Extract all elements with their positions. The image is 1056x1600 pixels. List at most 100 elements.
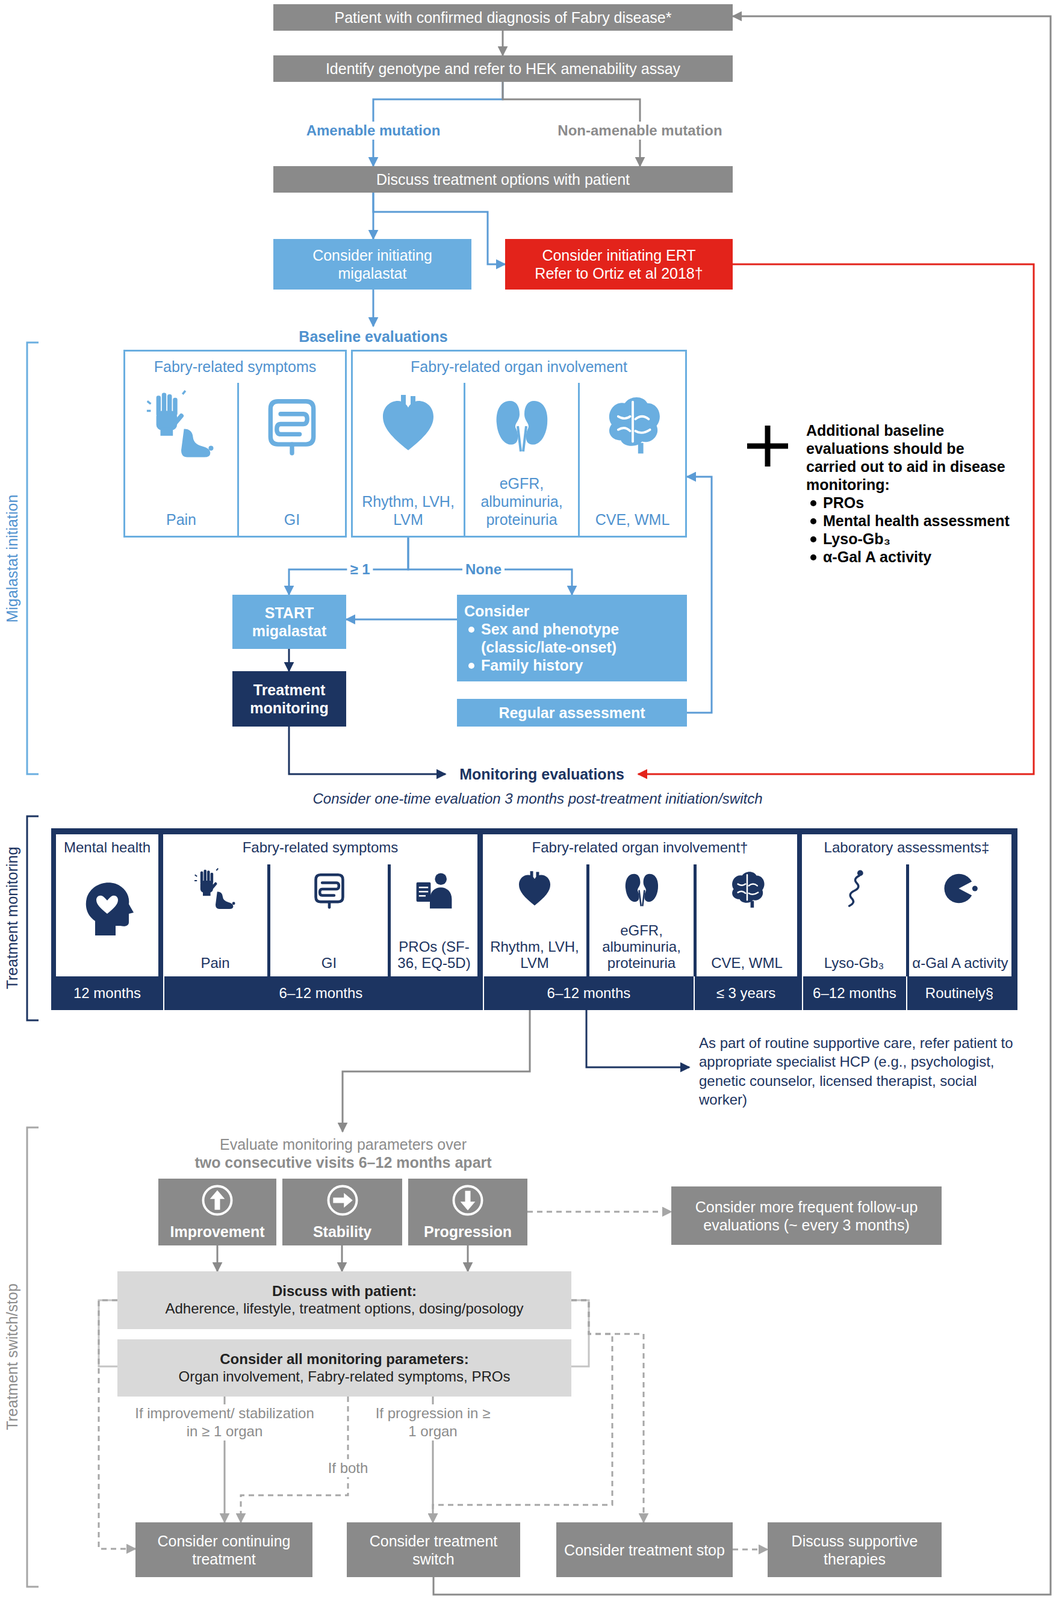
- node-text: Consider treatment stop: [563, 1541, 726, 1560]
- edge-label-wrap: Non-amenable mutation: [554, 121, 725, 140]
- evaluation-cell: eGFR, albuminuria, proteinuria: [463, 382, 578, 536]
- label-wrap: α-Gal A activity: [806, 547, 1017, 566]
- edge-label: ≥ 1: [346, 560, 373, 579]
- section-bracket: [27, 342, 39, 775]
- edge-label-wrap: ≥ 1: [346, 560, 373, 579]
- node-text: CVE, WML: [698, 955, 795, 972]
- node-text: Refer to Ortiz et al 2018†: [512, 264, 726, 283]
- connector: [341, 1245, 344, 1272]
- text-node: As part of routine supportive care, refe…: [689, 1030, 1018, 1112]
- group-bracket: [571, 1300, 589, 1367]
- node-text: Fabry-related organ involvement†: [485, 839, 795, 857]
- section-bracket: [27, 1127, 39, 1588]
- interval-text: ≤ 3 years: [716, 984, 777, 1003]
- process-box: Consider continuing treatment: [135, 1522, 313, 1578]
- node-text: Identify genotype and refer to HEK amena…: [280, 59, 726, 78]
- node-text: Consider more frequent follow-up evaluat…: [678, 1198, 935, 1235]
- node-text: Adherence, lifestyle, treatment options,…: [124, 1300, 565, 1318]
- label-text: α-Gal A activity: [806, 547, 1017, 566]
- evaluation-cell: α-Gal A activity: [906, 864, 1012, 977]
- connector: [408, 537, 572, 595]
- node-text: Pain: [128, 510, 234, 529]
- node-text: Consider treatment switch: [354, 1532, 513, 1569]
- icon: [622, 869, 662, 908]
- group-box: Laboratory assessments‡Lyso-Gb₃α-Gal A a…: [801, 834, 1012, 977]
- discussion-box: Discuss with patient:Adherence, lifestyl…: [117, 1271, 572, 1330]
- node-text: Progression: [411, 1222, 524, 1241]
- icon: [260, 392, 324, 456]
- connector: [586, 1010, 690, 1068]
- connector: [288, 649, 291, 672]
- node-text: Discuss with patient:: [124, 1282, 565, 1301]
- connector: [502, 30, 504, 56]
- node-text: Consider continuing treatment: [142, 1532, 306, 1569]
- label-text: Mental health assessment: [806, 511, 1017, 530]
- edge-label: If progression in ≥ 1 organ: [371, 1404, 495, 1441]
- icon: [309, 869, 350, 910]
- node-text: eGFR, albuminuria, proteinuria: [591, 922, 692, 972]
- edge-label: If both: [325, 1459, 372, 1478]
- interval-text: 6–12 months: [279, 984, 364, 1003]
- node-text: Patient with confirmed diagnosis of Fabr…: [280, 8, 726, 27]
- process-box: Consider more frequent follow-up evaluat…: [671, 1186, 942, 1246]
- icon: [194, 868, 237, 911]
- edge-label: Non-amenable mutation: [554, 121, 725, 140]
- node-text: eGFR, albuminuria, proteinuria: [468, 474, 575, 529]
- connector: [288, 537, 409, 595]
- label-wrap: PROs: [806, 493, 1017, 512]
- edge-label: Amenable mutation: [303, 121, 444, 140]
- process-box: Discuss supportive therapies: [767, 1522, 942, 1578]
- icon: [200, 1183, 235, 1218]
- text-node: Baseline evaluations: [282, 326, 464, 347]
- text-node: Monitoring evaluations: [445, 763, 639, 786]
- process-box: Regular assessment: [456, 698, 687, 727]
- node-text: Fabry-related symptoms: [125, 357, 345, 376]
- process-box: Consider treatment switch: [346, 1522, 521, 1578]
- node-text: Organ involvement, Fabry-related symptom…: [124, 1368, 565, 1386]
- interval-text: 6–12 months: [812, 984, 897, 1003]
- process-box: Patient with confirmed diagnosis of Fabr…: [273, 4, 733, 31]
- label-text: Treatment monitoring: [3, 847, 22, 990]
- edge-label: If improvement/ stabilization in ≥ 1 org…: [125, 1404, 324, 1441]
- icon: [515, 870, 554, 908]
- icon: [833, 868, 876, 911]
- evaluation-cell: Pain: [125, 382, 238, 536]
- edge-label-wrap: If improvement/ stabilization in ≥ 1 org…: [125, 1404, 324, 1441]
- icon: [726, 868, 769, 911]
- evaluation-cell: CVE, WML: [577, 382, 686, 536]
- evaluation-cell: Rhythm, LVH, LVM: [482, 864, 587, 977]
- interval-text: Routinely§: [925, 984, 994, 1003]
- icon: [378, 393, 439, 454]
- connector: [467, 1245, 469, 1272]
- node-text: Consider initiating ERT: [512, 246, 726, 265]
- edge-label-wrap: If progression in ≥ 1 organ: [371, 1404, 495, 1441]
- icon: [599, 391, 666, 458]
- connector: [342, 1010, 530, 1132]
- evaluation-cell: Lyso-Gb₃: [801, 864, 907, 977]
- evaluation-cell: PROs (SF-36, EQ-5D): [387, 864, 478, 977]
- node-text: Fabry-related symptoms: [165, 839, 476, 857]
- node-text: Discuss treatment options with patient: [280, 170, 726, 189]
- connector: [638, 264, 1034, 775]
- node-text: Stability: [285, 1222, 399, 1241]
- group-bracket: [98, 1300, 118, 1367]
- monitoring-panel: 12 months6–12 months6–12 months≤ 3 years…: [51, 828, 1018, 1011]
- connector: [527, 1211, 672, 1214]
- note-block: Additional baseline evaluations should b…: [806, 421, 1017, 566]
- status-box: Stability: [282, 1178, 403, 1246]
- node-text: Monitoring evaluations: [445, 765, 639, 784]
- process-box: Consider treatment stop: [556, 1522, 733, 1578]
- node-text: As part of routine supportive care, refe…: [698, 1033, 1016, 1109]
- label-wrap: Treatment monitoring: [3, 847, 22, 990]
- icon: [941, 869, 980, 908]
- connector: [216, 1245, 219, 1272]
- process-box: Consider initiating ERTRefer to Ortiz et…: [505, 239, 733, 290]
- node-text: Consider initiating migalastat: [280, 246, 465, 283]
- node-text: Rhythm, LVH, LVM: [485, 939, 584, 972]
- label-wrap: Additional baseline evaluations should b…: [806, 421, 1017, 494]
- process-box: ConsiderSex and phenotype (classic/late-…: [456, 594, 687, 682]
- group-box: Fabry-related organ involvement† Rhythm, …: [482, 834, 798, 977]
- process-box: Treatment monitoring: [232, 671, 347, 727]
- section-bracket: [27, 816, 39, 1021]
- plus-sign: [747, 425, 789, 467]
